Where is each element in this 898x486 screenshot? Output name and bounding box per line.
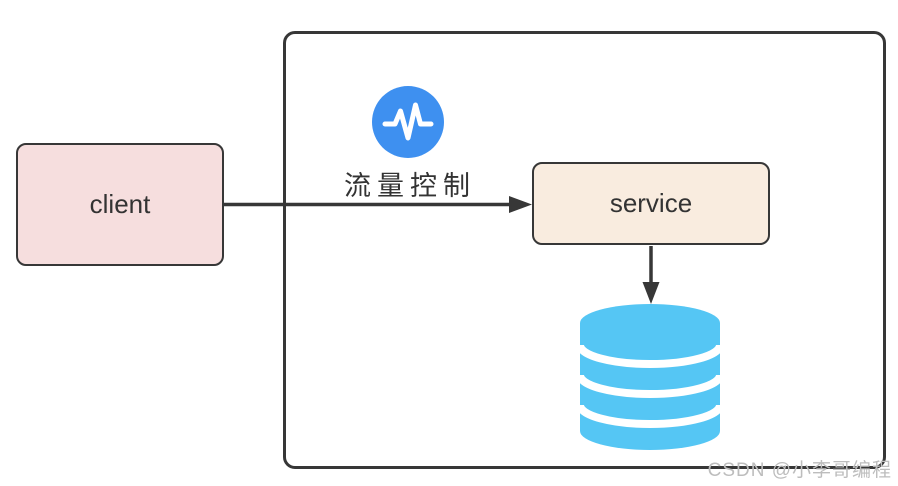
pulse-icon-circle xyxy=(372,86,444,158)
pulse-waveform-icon xyxy=(372,86,444,158)
service-node: service xyxy=(532,162,770,245)
database-separator xyxy=(580,404,720,428)
client-node: client xyxy=(16,143,224,266)
database-separator xyxy=(580,374,720,398)
flow-control-label: 流量控制 xyxy=(344,171,476,201)
watermark-text: CSDN @小李哥编程 xyxy=(707,460,892,481)
database-body xyxy=(580,304,720,450)
database-cylinder-icon xyxy=(580,304,720,450)
service-node-label: service xyxy=(609,188,693,218)
database-separator xyxy=(580,344,720,368)
boundary-box xyxy=(283,31,886,469)
client-node-label: client xyxy=(89,189,151,219)
pulse-icon-waveform xyxy=(382,102,434,141)
